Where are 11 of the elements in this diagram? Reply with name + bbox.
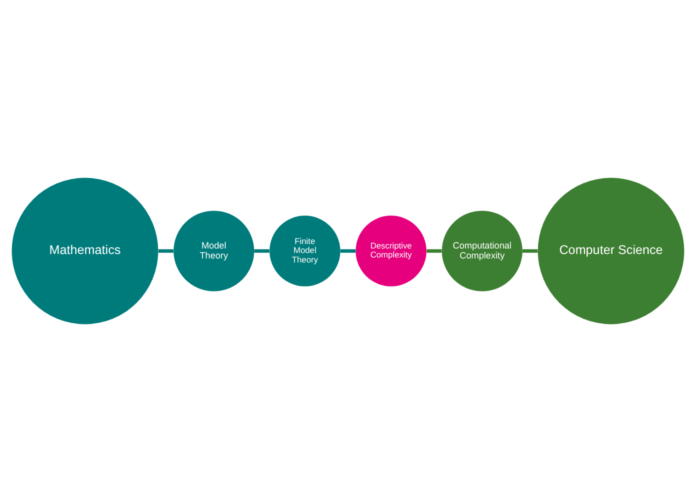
connector <box>340 249 356 253</box>
connector <box>158 249 174 253</box>
node-circle: Computer Science <box>538 178 684 324</box>
node-circle: Finite Model Theory <box>270 216 340 286</box>
node-circle: Computational Complexity <box>442 210 522 292</box>
node-circle: Model Theory <box>174 210 254 292</box>
node-circle: Mathematics <box>12 178 158 324</box>
connector <box>522 249 538 253</box>
node-circle: Descriptive Complexity <box>356 216 426 286</box>
connector <box>426 249 442 253</box>
connector <box>254 249 270 253</box>
